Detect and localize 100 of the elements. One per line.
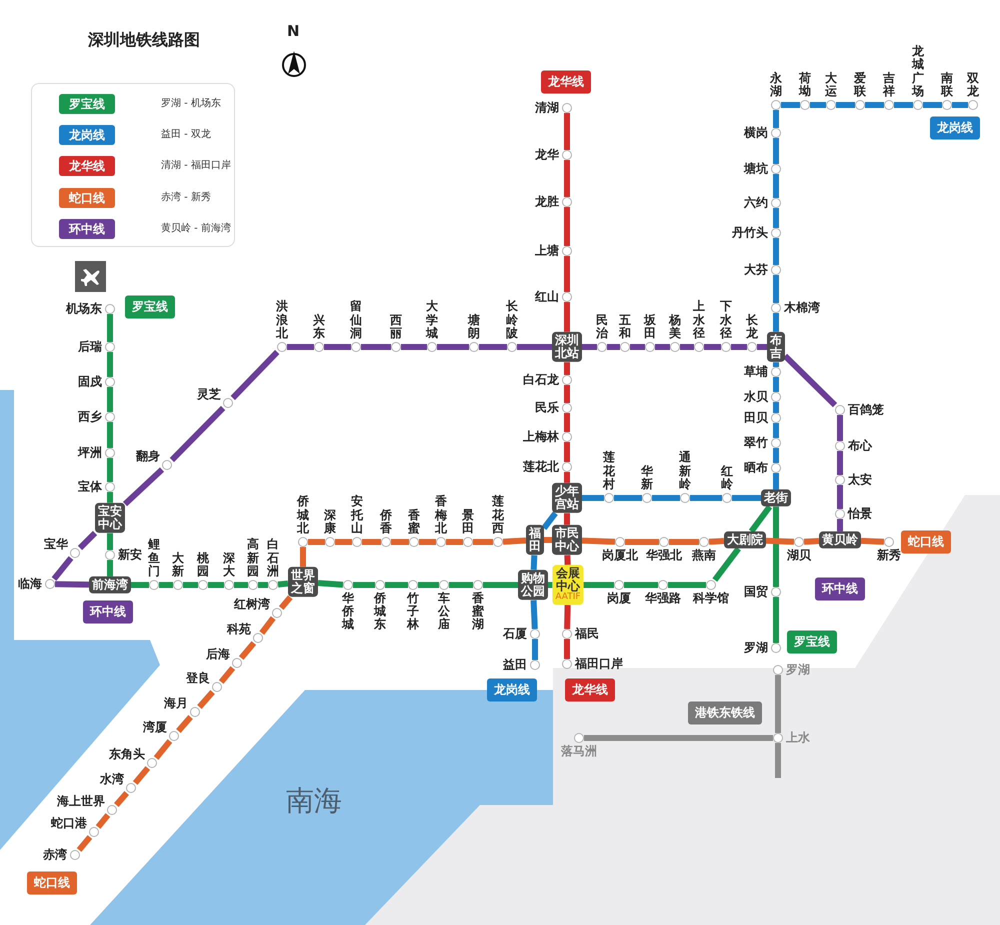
station-label: 石厦	[503, 627, 527, 641]
rail-line	[564, 605, 571, 630]
rail-line	[542, 511, 558, 530]
station-label: 国贸	[744, 585, 768, 599]
rail-line	[782, 354, 838, 408]
station-label: 罗湖	[744, 641, 768, 655]
rail-line	[582, 344, 597, 350]
route-text: 赤湾 - 新秀	[161, 190, 211, 204]
station-label: 福民	[575, 627, 599, 641]
rail-line	[564, 256, 570, 292]
station-label: 侨城东	[374, 592, 386, 632]
rail-line	[170, 406, 226, 462]
station-label: 莲花村	[603, 451, 615, 491]
rail-line	[564, 113, 570, 150]
station-label: 水湾	[100, 773, 124, 786]
station-label: 新安	[118, 548, 142, 562]
station-label: 鲤鱼门	[148, 538, 160, 578]
rail-line	[287, 344, 314, 350]
line-badge	[901, 530, 951, 554]
rail-line	[473, 539, 493, 545]
rail-line	[773, 238, 779, 265]
rail-line	[234, 582, 248, 588]
rail-line	[766, 538, 794, 545]
rail-line	[132, 766, 150, 785]
rail-line	[669, 539, 699, 545]
rail-line	[54, 581, 90, 588]
rail-line	[401, 344, 427, 350]
interchange-box	[526, 524, 544, 556]
station-label: 益田	[503, 658, 527, 672]
rail-line	[131, 582, 149, 588]
rail-line	[773, 402, 779, 413]
rail-line	[775, 675, 781, 733]
rail-line	[530, 555, 538, 570]
rail-line	[362, 539, 381, 545]
station-label: 岗厦北	[602, 549, 638, 562]
rail-line	[324, 344, 351, 350]
station-label: 龙华	[535, 148, 559, 162]
rail-line	[773, 138, 779, 164]
rail-line	[614, 495, 642, 501]
station-label: 龙胜	[535, 195, 559, 209]
station-label: 留仙洞	[350, 300, 362, 340]
rail-line	[773, 110, 779, 128]
station-label: 科学馆	[693, 592, 729, 606]
station-label: 宝华	[44, 538, 68, 552]
rail-line	[308, 539, 325, 545]
station-label: 蛇口港	[51, 817, 87, 830]
station-label: 杨美	[669, 314, 681, 340]
rail-line	[624, 582, 658, 588]
station-label: 罗湖	[786, 663, 810, 677]
station-label: 通新岭	[679, 451, 691, 491]
rail-line	[564, 442, 570, 462]
rail-line	[652, 495, 680, 501]
rail-line	[544, 537, 552, 543]
station-label: 大芬	[744, 263, 768, 277]
station-label: 水贝	[744, 390, 768, 404]
station-label: 翻身	[136, 450, 160, 464]
rail-line	[564, 362, 570, 375]
station-label: 上塘	[535, 244, 559, 258]
station-label: 燕南	[692, 549, 716, 562]
station-label: 高新园	[247, 538, 259, 578]
station-label: 莲花北	[523, 460, 559, 474]
legend-swatch: 龙华线	[59, 156, 115, 176]
station-label: 老街	[764, 491, 788, 505]
interchange-box	[761, 489, 791, 507]
rail-line	[107, 560, 113, 576]
rail-line	[810, 102, 826, 108]
rail-line	[300, 547, 306, 567]
line-badge	[688, 702, 762, 724]
rail-line	[773, 423, 779, 438]
rail-line	[449, 582, 473, 588]
rail-line	[107, 492, 113, 503]
route-text: 罗湖 - 机场东	[161, 96, 221, 110]
line-name: 龙华线	[572, 682, 608, 696]
station-label: 横岗	[744, 126, 768, 140]
rail-line	[532, 639, 538, 660]
rail-line	[107, 352, 113, 377]
rail-line	[107, 314, 113, 342]
station-label: 怡景	[848, 507, 872, 521]
rail-line	[159, 582, 173, 588]
legend-swatch: 蛇口线	[59, 188, 115, 208]
rail-line	[894, 102, 913, 108]
station-label: 少年宫站	[555, 484, 579, 512]
rail-line	[517, 344, 552, 350]
rail-line	[318, 580, 344, 588]
rail-line	[154, 739, 172, 760]
station-label: 红树湾	[234, 598, 270, 612]
station-label: 黄贝岭	[822, 533, 858, 547]
line-name: 港铁东铁线	[695, 706, 755, 720]
rail-line	[479, 344, 507, 350]
station-label: 白石龙	[523, 373, 559, 387]
rail-line	[353, 582, 375, 588]
station-label: 岗厦	[607, 592, 631, 606]
rail-line	[391, 539, 409, 545]
line-badge	[930, 116, 980, 140]
station-label: 湾厦	[143, 721, 167, 734]
station-label: 上梅林	[523, 430, 559, 444]
rail-line	[773, 313, 779, 332]
station-label: 香蜜湖	[472, 592, 484, 632]
rail-line	[564, 639, 570, 659]
route-text: 清湖 - 福田口岸	[161, 158, 231, 172]
